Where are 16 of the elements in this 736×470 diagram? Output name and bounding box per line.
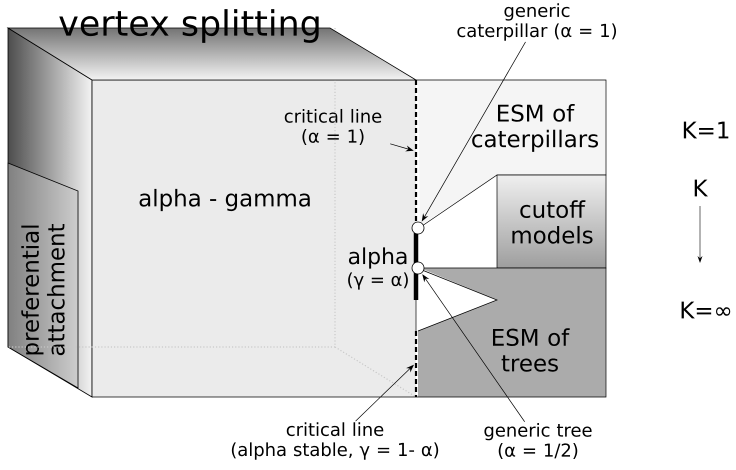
- region: ESM of trees: [416, 268, 606, 398]
- dashed-line: [414, 80, 418, 222]
- point-marker: [412, 262, 424, 274]
- scale-label: K=1: [684, 122, 728, 138]
- scale-label: K=∞: [682, 302, 730, 318]
- segment-label: alpha: [348, 247, 406, 269]
- callout-label: critical line (α = 1): [284, 108, 382, 146]
- node-label: alpha - gamma: [140, 188, 310, 212]
- point-marker: [412, 222, 424, 234]
- callout-label: generic caterpillar (α = 1): [457, 3, 616, 41]
- callout-label: critical line (alpha stable, γ = 1- α): [232, 422, 438, 460]
- callout-label: generic tree (α = 1/2): [484, 422, 592, 460]
- dashed-line: [414, 331, 418, 397]
- region: cutoff models: [496, 174, 606, 268]
- scale-label: K: [694, 180, 708, 196]
- segment-label: (γ = α): [348, 272, 408, 290]
